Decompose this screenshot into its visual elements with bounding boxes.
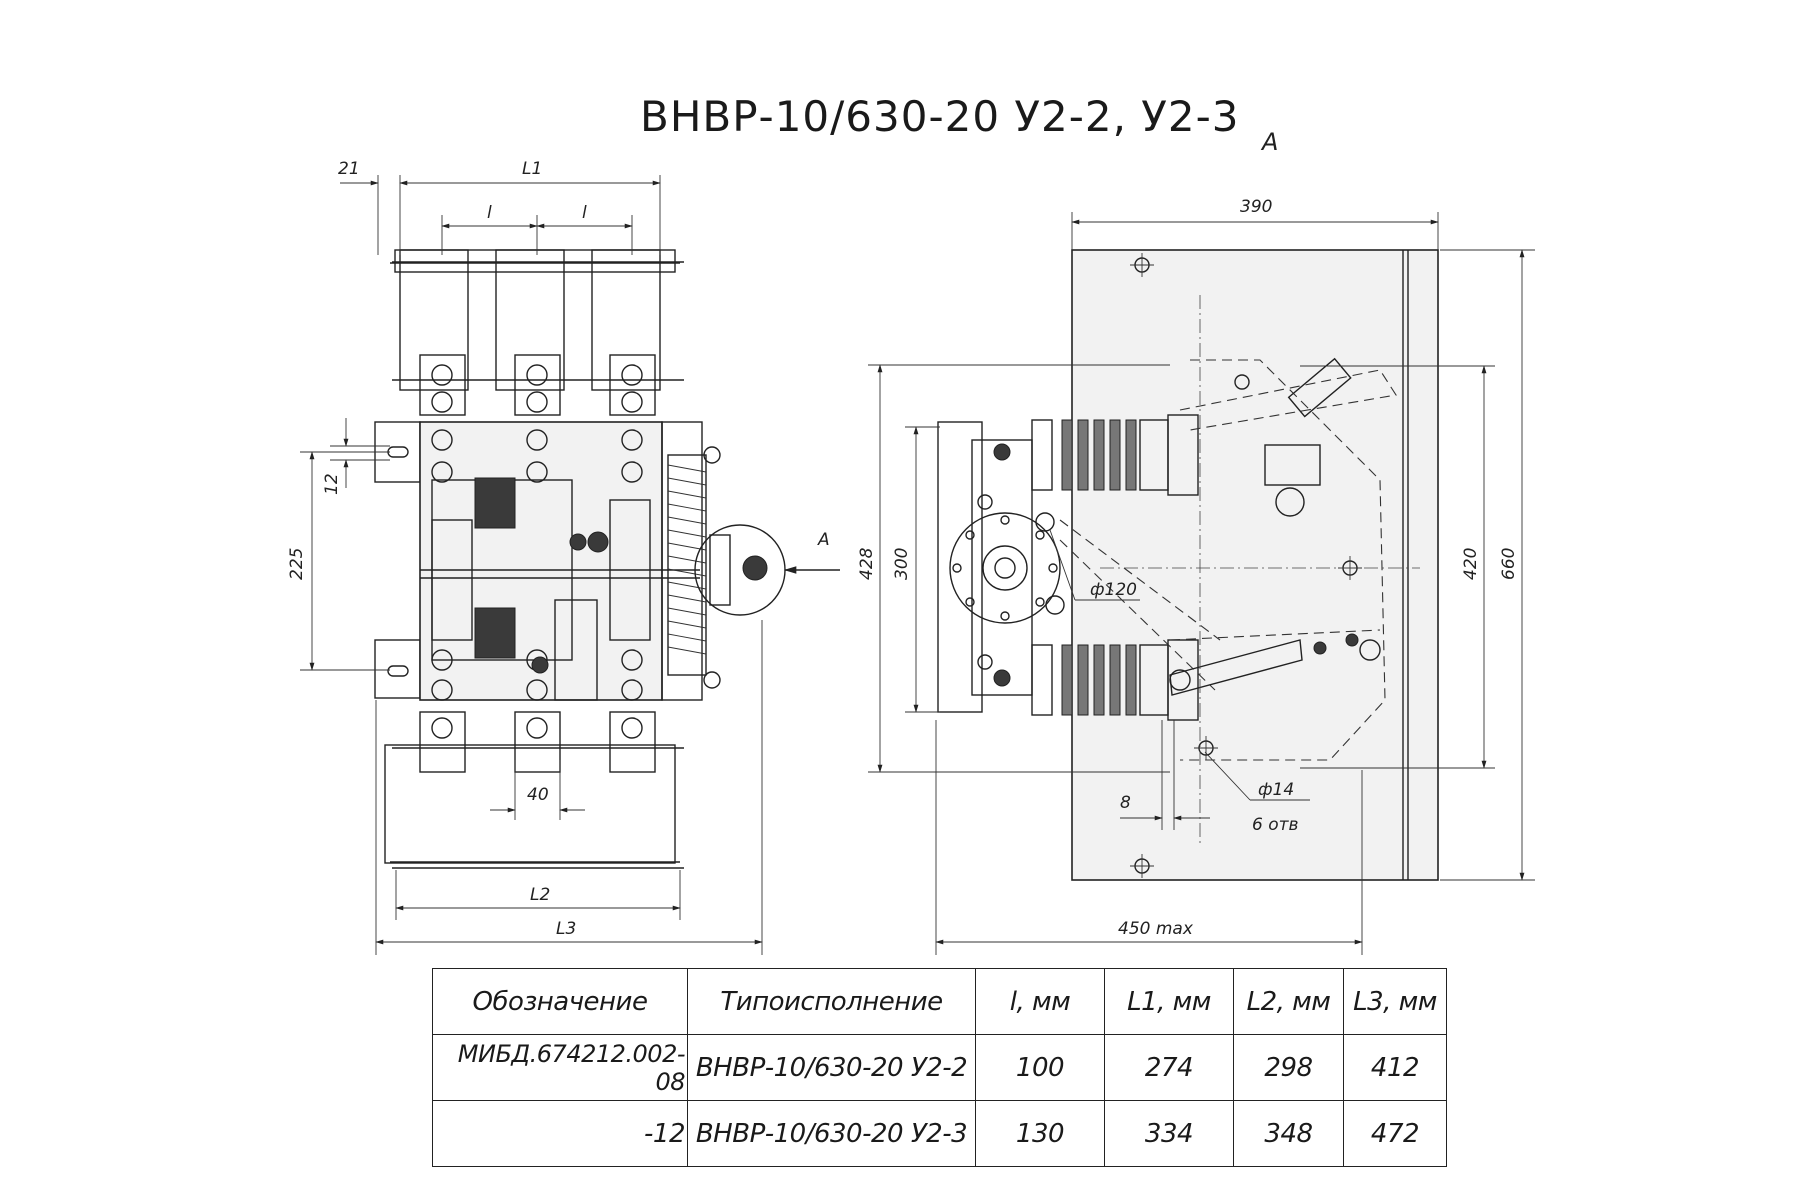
drawing-title: ВНВР-10/630-20 У2-2, У2-3: [640, 92, 1240, 141]
dim-40: 40: [527, 785, 549, 805]
side-view-label: А: [1260, 128, 1278, 156]
dim-dia-120: ф120: [1090, 580, 1137, 600]
dim-450-max: 450 max: [1118, 919, 1194, 939]
table-row: МИБД.674212.002-08 ВНВР-10/630-20 У2-2 1…: [432, 1034, 1447, 1101]
table-header-row: Обозначение Типоисполнение l, мм L1, мм …: [432, 968, 1447, 1035]
spec-table: Обозначение Типоисполнение l, мм L1, мм …: [432, 968, 1447, 1167]
cell-designation: -12: [432, 1100, 688, 1167]
cell-designation: МИБД.674212.002-08: [432, 1034, 688, 1101]
header-designation: Обозначение: [432, 968, 688, 1035]
pole-left: [399, 249, 469, 773]
header-variant: Типоисполнение: [687, 968, 976, 1035]
dim-l-first: l: [487, 203, 492, 223]
header-L3: L3, мм: [1343, 968, 1447, 1035]
dim-l-second: l: [582, 203, 587, 223]
cell-L1: 334: [1104, 1100, 1234, 1167]
front-dimensions: 21 L1 l l 12 225 40: [287, 159, 763, 955]
rotor-disk: [949, 512, 1061, 624]
cell-l: 130: [975, 1100, 1105, 1167]
insulator-bottom: [1031, 644, 1169, 716]
header-L1: L1, мм: [1104, 968, 1234, 1035]
cell-variant: ВНВР-10/630-20 У2-2: [687, 1034, 976, 1101]
dim-L1: L1: [522, 159, 542, 179]
insulator-top: [1031, 419, 1169, 491]
side-view: А 390 428 300 420 660 ф120: [857, 128, 1535, 955]
cell-L1: 274: [1104, 1034, 1234, 1101]
dim-428: 428: [857, 547, 877, 580]
cell-L3: 412: [1343, 1034, 1447, 1101]
dim-dia-14: ф14: [1258, 780, 1294, 800]
cell-L3: 472: [1343, 1100, 1447, 1167]
header-l: l, мм: [975, 968, 1105, 1035]
cell-variant: ВНВР-10/630-20 У2-3: [687, 1100, 976, 1167]
dim-420: 420: [1461, 548, 1481, 580]
dim-300: 300: [892, 548, 912, 580]
dim-21: 21: [338, 159, 360, 179]
dim-660: 660: [1499, 548, 1519, 580]
side-dimensions: 390 428 300 420 660 ф120 8: [857, 197, 1535, 955]
cell-L2: 348: [1233, 1100, 1344, 1167]
header-L2: L2, мм: [1233, 968, 1344, 1035]
dim-12: 12: [322, 473, 342, 495]
dim-8: 8: [1120, 793, 1131, 813]
dim-L2: L2: [530, 885, 550, 905]
dim-L3: L3: [556, 919, 576, 939]
dim-holes: 6 отв: [1252, 815, 1299, 835]
pole-right: [591, 249, 661, 773]
table-row: -12 ВНВР-10/630-20 У2-3 130 334 348 472: [432, 1100, 1447, 1167]
pole-middle: [495, 249, 565, 773]
dim-225: 225: [287, 548, 307, 580]
view-arrow-label: А: [817, 530, 830, 550]
cell-L2: 298: [1233, 1034, 1344, 1101]
plate-bolts: [1130, 253, 1362, 878]
front-view: А 21 L1 l l 12 225: [287, 159, 840, 955]
dim-390: 390: [1240, 197, 1272, 217]
cell-l: 100: [975, 1034, 1105, 1101]
spring: [667, 454, 707, 676]
